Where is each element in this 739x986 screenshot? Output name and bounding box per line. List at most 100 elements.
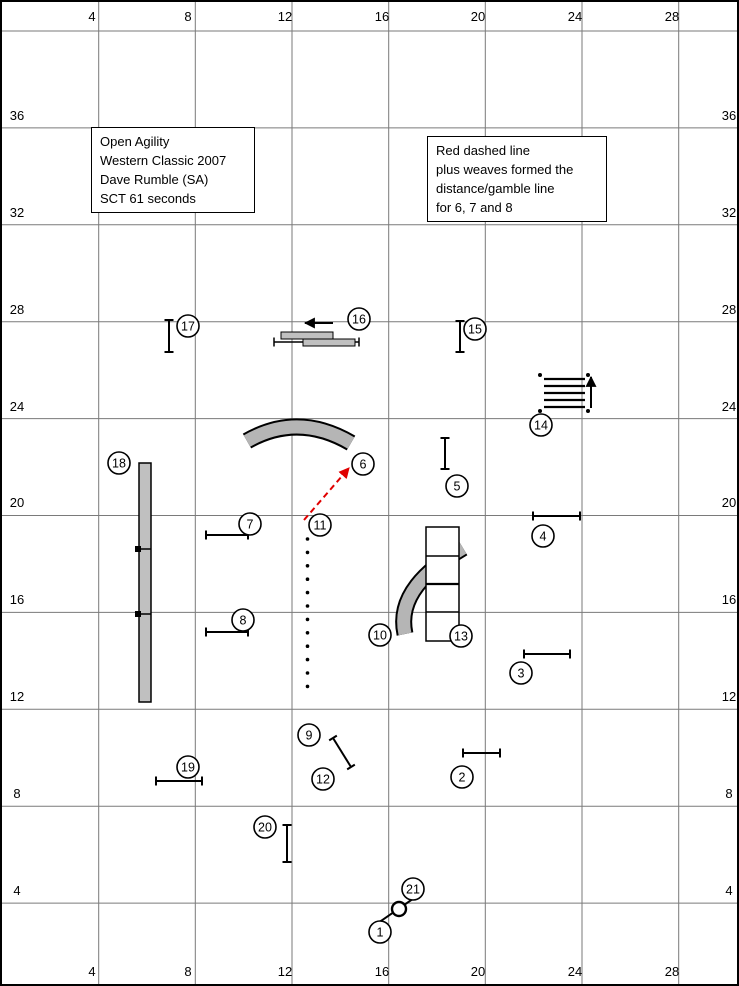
obstacle-number-label: 21 [406,883,420,897]
grid-label-right: 24 [722,399,736,414]
gamble-note-box: Red dashed line plus weaves formed the d… [427,136,607,222]
obstacle-number-6: 6 [351,452,375,476]
jump-17 [164,319,174,353]
dogwalk-joint-mark [135,611,141,617]
broadjump-corner-pole [538,373,542,377]
obstacle-number-circle [253,815,277,839]
obstacle-number-label: 20 [258,821,272,835]
a-frame [425,526,460,642]
obstacle-number-circle [238,512,262,536]
obstacle-number-label: 5 [454,480,461,494]
weave-pole-dot [305,684,310,689]
grid-label-left: 20 [10,495,24,510]
jump-20 [282,824,292,863]
weave-pole-dot [305,550,310,555]
obstacle-number-label: 2 [459,771,466,785]
obstacle-number-circle [449,624,473,648]
broadjump-corner-pole [586,373,590,377]
obstacle-number-label: 4 [540,530,547,544]
weave-pole-dot [305,617,310,622]
obstacle-number-12: 12 [311,767,335,791]
obstacle-number-circle [529,413,553,437]
grid-label-top: 4 [88,9,95,24]
obstacle-number-4: 4 [531,524,555,548]
grid-label-left: 24 [10,399,24,414]
grid-label-top: 24 [568,9,582,24]
jump-19 [155,776,203,786]
spreadjump-plank [302,338,356,347]
obstacle-number-19: 19 [176,755,200,779]
judge-name-label: Dave Rumble (SA) [100,172,209,187]
dog-walk [135,462,152,703]
obstacle-number-9: 9 [297,723,321,747]
weave-pole-dot [305,657,310,662]
course-class-label: Open Agility [100,134,170,149]
grid-label-left: 28 [10,302,24,317]
obstacle-number-circle [231,608,255,632]
grid-label-left: 4 [13,883,20,898]
note-line: plus weaves formed the [436,162,574,177]
tunnel-body [243,420,355,449]
obstacle-number-10: 10 [368,623,392,647]
grid-label-right: 4 [725,883,732,898]
spreadjump-plank [280,331,334,340]
jump-2 [462,748,501,758]
grid-label-right: 16 [722,592,736,607]
obstacle-number-label: 6 [360,458,367,472]
note-line: distance/gamble line [436,181,555,196]
obstacle-number-11: 11 [308,513,332,537]
obstacle-number-label: 9 [306,729,313,743]
grid-label-right: 12 [722,689,736,704]
grid-label-top: 8 [184,9,191,24]
grid-label-right: 36 [722,108,736,123]
obstacle-number-circle [351,452,375,476]
obstacle-number-20: 20 [253,815,277,839]
obstacle-number-circle [401,877,425,901]
obstacle-number-label: 1 [377,926,384,940]
jump-4 [532,511,581,521]
gamble-line-arrow [303,467,350,521]
obstacle-number-circle [445,474,469,498]
jump-wing [346,763,356,771]
weave-pole-dot [305,537,310,541]
obstacle-number-label: 16 [352,313,366,327]
grid-label-bottom: 12 [278,964,292,979]
obstacle-number-circle [311,767,335,791]
obstacle-number-circle [176,314,200,338]
weave-pole-dot [305,577,310,581]
spread-jump [273,331,360,347]
obstacle-number-label: 7 [247,518,254,532]
obstacle-number-label: 14 [534,419,548,433]
obstacle-number-17: 17 [176,314,200,338]
obstacle-number-circle [297,723,321,747]
grid-label-bottom: 16 [375,964,389,979]
grid-label-left: 8 [13,786,20,801]
grid-label-bottom: 8 [184,964,191,979]
obstacle-number-13: 13 [449,624,473,648]
event-name-label: Western Classic 2007 [100,153,227,168]
broad-jump [538,373,590,413]
weave-pole-dot [305,644,310,648]
jump-wing [328,734,338,742]
obstacle-number-15: 15 [463,317,487,341]
obstacle-number-label: 8 [240,614,247,628]
dogwalk-joint-mark [135,546,141,552]
obstacle-number-label: 12 [316,773,330,787]
obstacle-number-circle [509,661,533,685]
grid-label-bottom: 20 [471,964,485,979]
grid-label-top: 28 [665,9,679,24]
obstacle-number-circle [308,513,332,537]
tire-ring [390,900,408,918]
grid-label-left: 36 [10,108,24,123]
obstacle-number-label: 3 [518,667,525,681]
obstacle-number-label: 11 [314,519,327,533]
weave-pole-dot [305,564,310,568]
grid-label-top: 12 [278,9,292,24]
grid-label-right: 28 [722,302,736,317]
grid-label-right: 20 [722,495,736,510]
grid-label-top: 16 [375,9,389,24]
grid-label-left: 16 [10,592,24,607]
obstacle-number-circle [368,623,392,647]
jump-15 [455,320,465,353]
